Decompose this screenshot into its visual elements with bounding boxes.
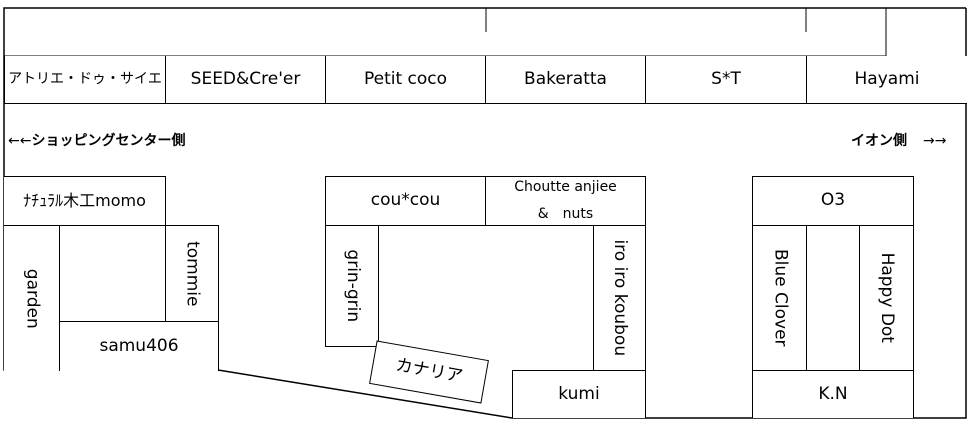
shop-tommie: tommie	[165, 225, 219, 322]
shop-label: kumi	[558, 383, 600, 404]
shop-bakeratta: Bakeratta	[485, 56, 646, 104]
shop-seed-creer: SEED&Cre'er	[165, 56, 326, 104]
left-arrow: ←←	[8, 133, 32, 149]
shop-natural-mokkou-momo: ﾅﾁｭﾗﾙ木工momo	[4, 176, 166, 226]
shop-label: grin-grin	[342, 249, 363, 323]
left-block-open-space	[59, 225, 166, 322]
shop-samu406: samu406	[59, 321, 219, 371]
shop-k-n: K.N	[752, 370, 914, 418]
shop-happy-dot: Happy Dot	[859, 225, 914, 371]
right-wall	[512, 8, 967, 419]
right-block-open-space	[806, 225, 860, 371]
shop-label: Bakeratta	[524, 68, 607, 89]
shop-label: S*T	[711, 68, 741, 89]
direction-right: イオン側 →→	[851, 130, 946, 150]
shop-label: Blue Clover	[770, 249, 791, 347]
shop-label: カナリア	[393, 355, 465, 387]
shop-s-t: S*T	[645, 56, 807, 104]
shop-label: samu406	[99, 335, 179, 356]
shop-label: O3	[820, 190, 846, 211]
shop-cou-cou: cou*cou	[325, 176, 486, 226]
shop-blue-clover: Blue Clover	[752, 225, 807, 371]
shop-atelier-do-saie: アトリエ・ドゥ・サイエ	[4, 56, 166, 104]
shop-grin-grin: grin-grin	[325, 225, 379, 347]
shop-label: SEED&Cre'er	[190, 68, 301, 89]
shop-label: ﾅﾁｭﾗﾙ木工momo	[23, 190, 146, 210]
shop-choutte-anjiee-nuts: Choutte anjiee & nuts	[485, 176, 646, 226]
shop-label-line-1: Choutte anjiee	[514, 179, 617, 196]
shop-iro-iro-koubou: iro iro koubou	[593, 225, 646, 371]
shop-label: iro iro koubou	[610, 239, 631, 357]
shop-label: Petit coco	[363, 68, 448, 89]
right-arrow: →→	[923, 133, 947, 149]
shop-kumi: kumi	[512, 370, 646, 418]
left-direction-label: ショッピングセンター側	[31, 133, 186, 149]
shop-hayami: Hayami	[806, 56, 967, 104]
shop-petit-coco: Petit coco	[325, 56, 486, 104]
shop-label: K.N	[818, 383, 848, 404]
shop-label: garden	[22, 268, 43, 329]
shop-label-line-2: & nuts	[537, 206, 594, 222]
right-direction-label: イオン側	[851, 133, 907, 149]
shop-label: cou*cou	[370, 190, 441, 211]
direction-left: ←←ショッピングセンター側	[8, 130, 185, 150]
shop-label: アトリエ・ドゥ・サイエ	[8, 71, 162, 88]
diagonal-wall	[217, 369, 513, 419]
shop-label: Happy Dot	[877, 252, 898, 344]
shop-garden: garden	[4, 225, 60, 371]
shop-label: Hayami	[854, 68, 920, 89]
shop-o3: O3	[752, 176, 914, 226]
shop-label: tommie	[182, 240, 203, 307]
